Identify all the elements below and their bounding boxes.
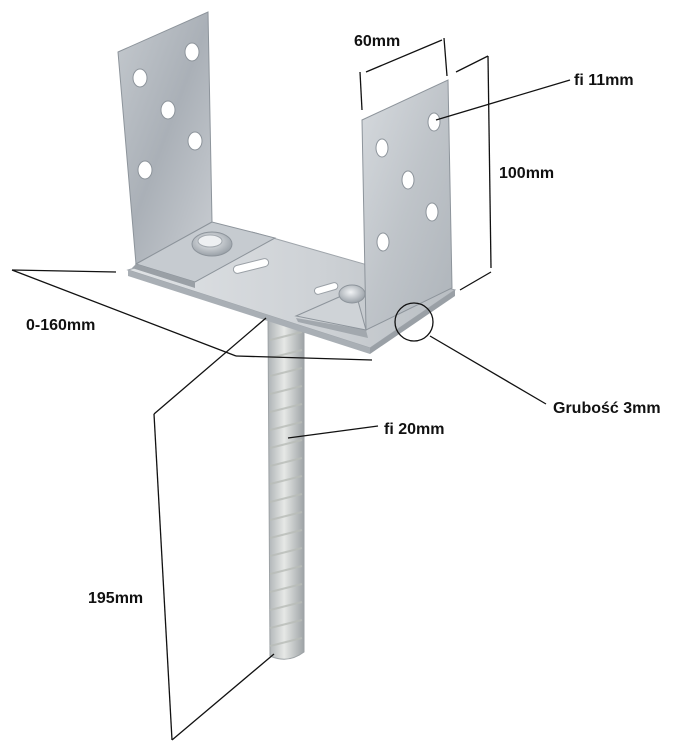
right-bracket (294, 79, 453, 338)
height-label: 100mm (499, 165, 554, 182)
rod-diameter-label: fi 20mm (384, 421, 444, 438)
thickness-label: Grubość 3mm (553, 400, 661, 417)
left-bracket (117, 11, 277, 288)
hole-diameter-label: fi 11mm (574, 72, 634, 89)
adjust-range-label: 0-160mm (26, 317, 95, 334)
threaded-rod (267, 317, 305, 660)
rod-length-label: 195mm (88, 590, 143, 607)
width-label: 60mm (354, 33, 400, 50)
dimension-lines (11, 37, 571, 741)
